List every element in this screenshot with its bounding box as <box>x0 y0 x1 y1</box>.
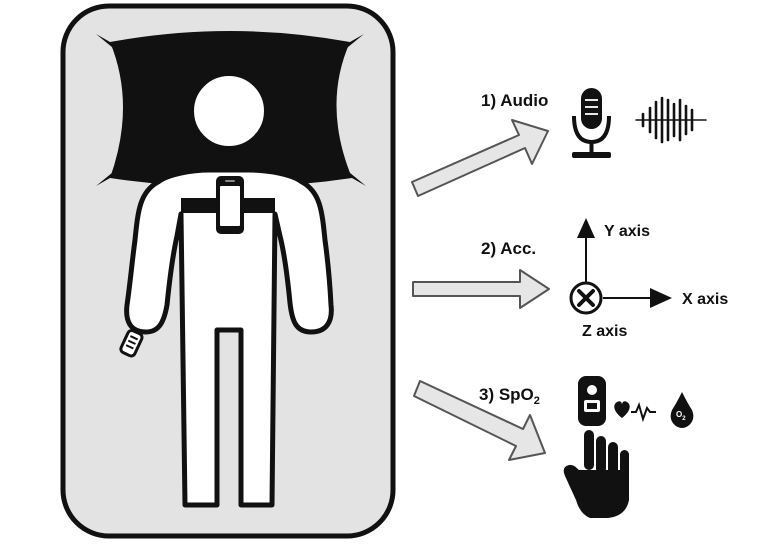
oxygen-drop-subscript: 2 <box>682 416 686 422</box>
pillow-corner-br <box>344 168 366 186</box>
spo2-label: 3) SpO2 <box>479 385 540 407</box>
arrow-to-spo2 <box>413 380 546 461</box>
acc-label: 2) Acc. <box>481 239 536 258</box>
spo2-label-subscript: 2 <box>534 395 540 407</box>
pillow-corner-bl <box>96 168 118 186</box>
microphone-icon <box>572 88 611 158</box>
heart-icon <box>614 401 656 423</box>
oxygen-drop-symbol: O <box>676 410 682 419</box>
axis-cross-icon <box>569 218 672 315</box>
person-body <box>124 167 334 508</box>
oxygen-drop-icon: O2 <box>670 392 694 428</box>
x-axis-label: X axis <box>682 291 728 308</box>
z-axis-label: Z axis <box>582 323 627 340</box>
pillow-corner-tr <box>342 34 364 52</box>
oxygen-drop-label: O2 <box>676 410 686 422</box>
smartphone-icon <box>216 176 244 234</box>
spo2-label-main: 3) SpO <box>479 385 534 404</box>
pulse-oximeter-icon <box>578 376 606 426</box>
arrow-to-audio <box>411 119 549 197</box>
hand-icon <box>563 430 629 518</box>
y-axis-label: Y axis <box>604 223 650 240</box>
pillow-corner-tl <box>96 34 118 52</box>
arrow-to-acc <box>412 269 550 309</box>
wrist-oximeter-icon <box>119 328 144 358</box>
audio-label: 1) Audio <box>481 91 548 110</box>
sound-wave-icon <box>635 96 707 144</box>
person-head <box>190 72 268 150</box>
